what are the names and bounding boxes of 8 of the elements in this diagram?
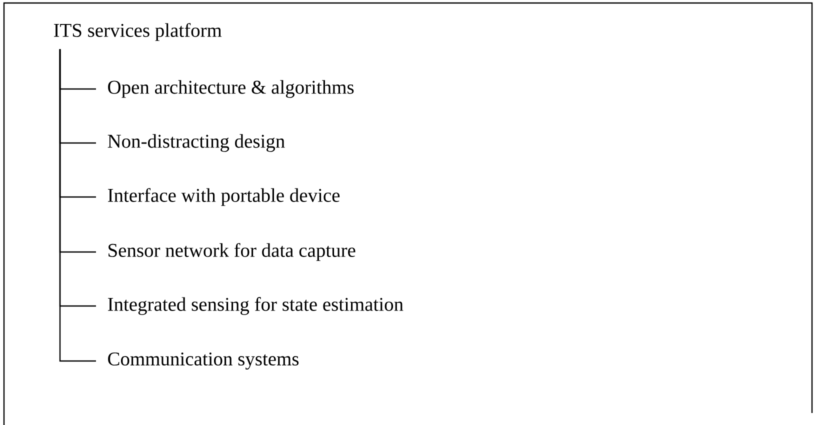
branch-label: Communication systems bbox=[108, 352, 299, 370]
branch-label: Open architecture & algorithms bbox=[108, 80, 354, 98]
branch-label: Non-distracting design bbox=[108, 134, 285, 152]
tree-connector bbox=[59, 49, 96, 362]
heading: ITS services platform bbox=[54, 23, 222, 41]
branch-label: Integrated sensing for state estimation bbox=[108, 297, 404, 315]
branch-label: Sensor network for data capture bbox=[108, 243, 356, 261]
branch-label: Interface with portable device bbox=[108, 188, 340, 206]
